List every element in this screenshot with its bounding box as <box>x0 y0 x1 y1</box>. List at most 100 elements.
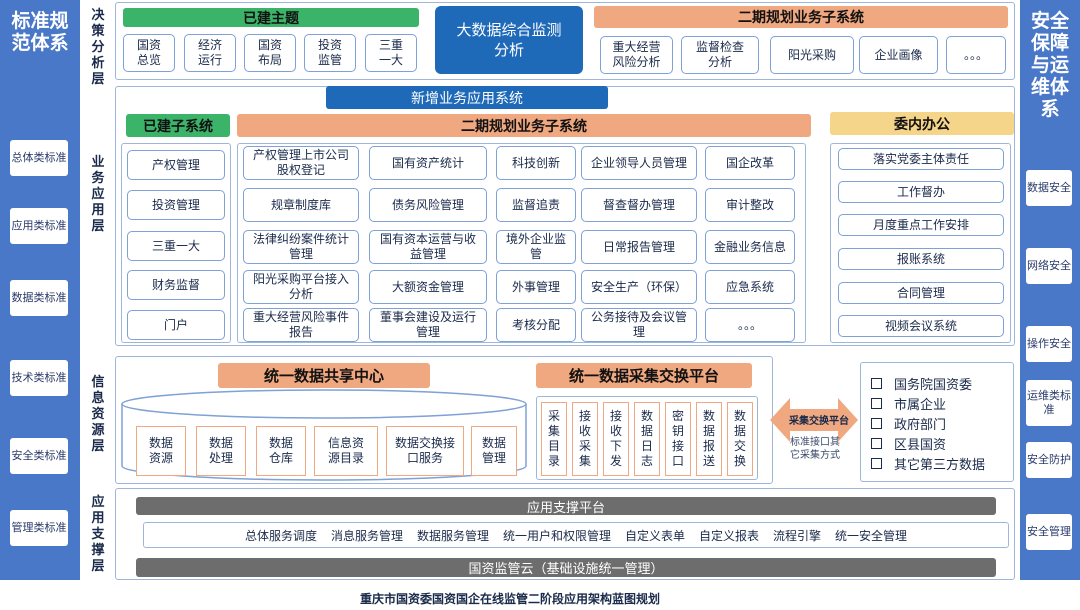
theme-economy: 经济运行 <box>184 34 236 72</box>
service-scheduling: 总体服务调度 <box>244 528 317 543</box>
phase2-system: 科技创新 <box>496 146 576 180</box>
security-title: 安全保障与运维体系 <box>1030 10 1069 120</box>
security-item-protection: 安全防护 <box>1026 442 1072 478</box>
service-data: 数据服务管理 <box>416 528 489 543</box>
built-themes-header: 已建主题 <box>123 8 419 27</box>
exchange-receive-collect: 接收采集 <box>572 402 598 476</box>
security-item-ops: 运维类标准 <box>1026 380 1072 426</box>
phase2-system: 金融业务信息 <box>705 230 795 264</box>
service-security: 统一安全管理 <box>835 528 908 543</box>
phase2-system: 国有资产统计 <box>369 146 487 180</box>
phase2-system: 。。。 <box>705 308 795 342</box>
external-government: 政府部门 <box>871 413 1013 433</box>
phase2-system: 国有资本运营与收益管理 <box>369 230 487 264</box>
data-share-header: 统一数据共享中心 <box>218 363 430 388</box>
office-reimbursement: 报账系统 <box>838 248 1004 270</box>
service-workflow: 流程引擎 <box>773 528 822 543</box>
layer-label-support: 应用支撑层 <box>91 495 105 574</box>
external-third-party: 其它第三方数据 <box>871 453 1013 473</box>
phase2-system: 外事管理 <box>496 270 576 304</box>
phase2-system: 债务风险管理 <box>369 188 487 222</box>
phase2-system: 安全生产（环保） <box>581 270 697 304</box>
share-data-warehouse: 数据仓库 <box>256 426 306 476</box>
office-contracts: 合同管理 <box>838 282 1004 304</box>
theme-overview: 国资总览 <box>123 34 175 72</box>
standards-title: 标准规范体系 <box>11 10 69 54</box>
service-messaging: 消息服务管理 <box>330 528 403 543</box>
checkbox-icon <box>871 397 882 409</box>
checkbox-icon <box>871 457 882 469</box>
layer-label-info: 信息资源层 <box>91 375 105 454</box>
decision-enterprise-portrait: 企业画像 <box>859 36 938 74</box>
office-supervision: 工作督办 <box>838 181 1004 203</box>
arrow-subtitle: 标准接口其它采集方式 <box>790 437 840 461</box>
phase2-system: 董事会建设及运行管理 <box>369 308 487 342</box>
office-video-meeting: 视频会议系统 <box>838 315 1004 337</box>
phase2-system: 企业领导人员管理 <box>581 146 697 180</box>
security-item-operation: 操作安全 <box>1026 326 1072 362</box>
external-sources: 国务院国资委 市属企业 政府部门 区县国资 其它第三方数据 <box>860 362 1014 482</box>
exchange-data-report: 数据报送 <box>696 402 722 476</box>
standards-panel: 标准规范体系 总体类标准 应用类标准 数据类标准 技术类标准 安全类标准 管理类… <box>0 0 80 580</box>
office-header: 委内办公 <box>830 112 1014 135</box>
standard-item-data: 数据类标准 <box>10 280 68 316</box>
decision-more: 。。。 <box>946 36 1006 74</box>
phase2-system: 阳光采购平台接入分析 <box>243 270 359 304</box>
decision-sunshine-purchase: 阳光采购 <box>770 36 854 74</box>
phase2-system: 重大经营风险事件报告 <box>243 308 359 342</box>
support-platform-bar: 应用支撑平台 <box>136 497 996 516</box>
service-identity: 统一用户和权限管理 <box>502 528 611 543</box>
phase2-system: 公务接待及会议管理 <box>581 308 697 342</box>
phase2-system: 法律纠纷案件统计管理 <box>243 230 359 264</box>
decision-inspection: 监督检查分析 <box>681 36 759 74</box>
phase2-system: 国企改革 <box>705 146 795 180</box>
phase2-system: 考核分配 <box>496 308 576 342</box>
share-exchange-interface: 数据交换接口服务 <box>386 426 464 476</box>
service-reports: 自定义报表 <box>699 528 760 543</box>
standard-item-management: 管理类标准 <box>10 510 68 546</box>
external-district: 区县国资 <box>871 433 1013 453</box>
checkbox-icon <box>871 377 882 389</box>
office-panel <box>830 143 1011 343</box>
phase2-system: 产权管理上市公司股权登记 <box>243 146 359 180</box>
external-sasac: 国务院国资委 <box>871 373 1013 393</box>
big-data-monitoring: 大数据综合监测分析 <box>435 6 583 74</box>
standard-item-application: 应用类标准 <box>10 208 68 244</box>
phase2-system: 规章制度库 <box>243 188 359 222</box>
system-finance: 财务监督 <box>127 270 225 300</box>
layer-label-business: 业务应用层 <box>91 155 105 234</box>
system-major-decisions: 三重一大 <box>127 231 225 261</box>
caption: 重庆市国资委国资国企在线监管二阶段应用架构蓝图规划 <box>359 592 660 606</box>
theme-major-decisions: 三重一大 <box>365 34 417 72</box>
office-monthly-plan: 月度重点工作安排 <box>838 214 1004 236</box>
exchange-collect-catalog: 采集目录 <box>541 402 567 476</box>
share-resource-catalog: 信息资源目录 <box>314 426 378 476</box>
built-systems-header: 已建子系统 <box>126 114 230 137</box>
business-phase2-grid: 产权管理上市公司股权登记国有资产统计科技创新企业领导人员管理国企改革规章制度库债… <box>243 146 803 342</box>
cloud-bar: 国资监管云（基础设施统一管理） <box>136 558 996 577</box>
theme-investment: 投资监管 <box>304 34 356 72</box>
office-party-duty: 落实党委主体责任 <box>838 148 1004 170</box>
share-data-processing: 数据处理 <box>196 426 246 476</box>
checkbox-icon <box>871 417 882 429</box>
exchange-double-arrow <box>770 398 858 442</box>
phase2-system: 监督追责 <box>496 188 576 222</box>
standard-item-general: 总体类标准 <box>10 140 68 176</box>
exchange-receive-dispatch: 接收下发 <box>603 402 629 476</box>
standard-item-technical: 技术类标准 <box>10 360 68 396</box>
security-item-network: 网络安全 <box>1026 248 1072 284</box>
decision-risk-analysis: 重大经营风险分析 <box>600 36 673 74</box>
decision-phase2-header: 二期规划业务子系统 <box>594 6 1008 28</box>
phase2-system: 日常报告管理 <box>581 230 697 264</box>
exchange-data-swap: 数据交换 <box>727 402 753 476</box>
security-item-data: 数据安全 <box>1026 170 1072 206</box>
phase2-system: 审计整改 <box>705 188 795 222</box>
new-apps-header: 新增业务应用系统 <box>326 86 608 109</box>
external-city-enterprises: 市属企业 <box>871 393 1013 413</box>
service-forms: 自定义表单 <box>625 528 686 543</box>
phase2-system: 大额资金管理 <box>369 270 487 304</box>
share-data-resources: 数据资源 <box>136 426 186 476</box>
exchange-key-interface: 密钥接口 <box>665 402 691 476</box>
exchange-data-log: 数据日志 <box>634 402 660 476</box>
phase2-system: 应急系统 <box>705 270 795 304</box>
